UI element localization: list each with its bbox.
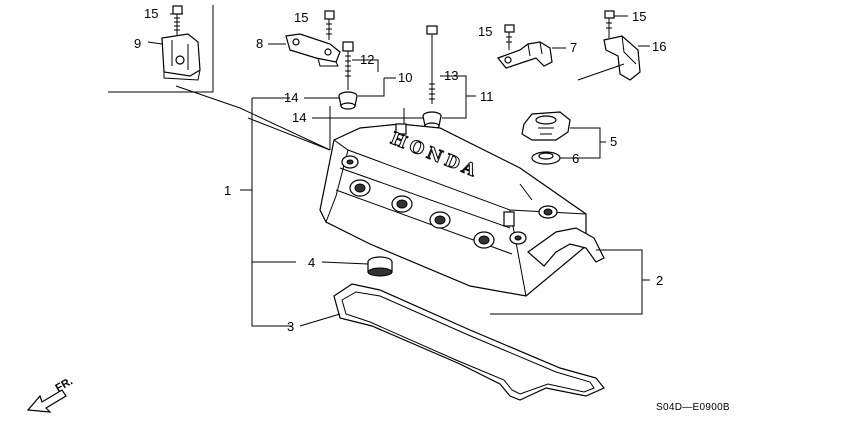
callout-15-clip7: 15 (478, 24, 492, 39)
filler-cap-gasket (531, 151, 561, 165)
clip-16 (603, 35, 641, 81)
callout-15-clip16: 15 (632, 9, 646, 24)
front-direction-arrow (26, 389, 67, 413)
bracket-8 (285, 33, 341, 67)
head-cover-gasket (333, 283, 605, 401)
spark-plug-hole-2 (391, 195, 413, 213)
callout-7: 7 (570, 40, 577, 55)
callout-3: 3 (287, 319, 294, 334)
grommet-14-right (422, 111, 442, 130)
callout-15-inset: 15 (144, 6, 158, 21)
callout-5: 5 (610, 134, 617, 149)
callout-1: 1 (224, 183, 231, 198)
callout-14-lower: 14 (292, 110, 306, 125)
plug-tube-seal (367, 256, 393, 277)
callout-10: 10 (398, 70, 412, 85)
callout-9: 9 (134, 36, 141, 51)
callout-2: 2 (656, 273, 663, 288)
spark-plug-hole-1 (349, 179, 371, 197)
inset-frame (108, 5, 214, 93)
callout-12: 12 (360, 52, 374, 67)
spark-plug-hole-4 (473, 231, 495, 249)
bolt-12 (342, 41, 354, 90)
bolt-15-clip16 (604, 10, 615, 38)
callout-16: 16 (652, 39, 666, 54)
bolt-13 (426, 25, 438, 104)
callout-4: 4 (308, 255, 315, 270)
diagram-code: S04D—E0900B (656, 402, 730, 413)
callout-11: 11 (480, 89, 494, 104)
cylinder-head-cover: HONDA (319, 123, 587, 297)
cover-end-shroud (527, 227, 605, 267)
bracket-9 (161, 33, 201, 81)
bolt-15-top (324, 10, 335, 40)
bolt-15-inset (172, 5, 183, 36)
callout-6: 6 (572, 151, 579, 166)
leader-lines (175, 59, 650, 327)
callout-15-bracket8: 15 (294, 10, 308, 25)
front-direction-label: FR. (54, 375, 75, 394)
spark-plug-hole-3 (429, 211, 451, 229)
callout-8: 8 (256, 36, 263, 51)
bracket-7 (497, 41, 553, 69)
oil-filler-cap (521, 111, 571, 141)
grommet-14-left (338, 91, 358, 110)
bolt-15-clip7 (504, 24, 515, 50)
callout-13: 13 (444, 68, 458, 83)
callout-14-upper: 14 (284, 90, 298, 105)
